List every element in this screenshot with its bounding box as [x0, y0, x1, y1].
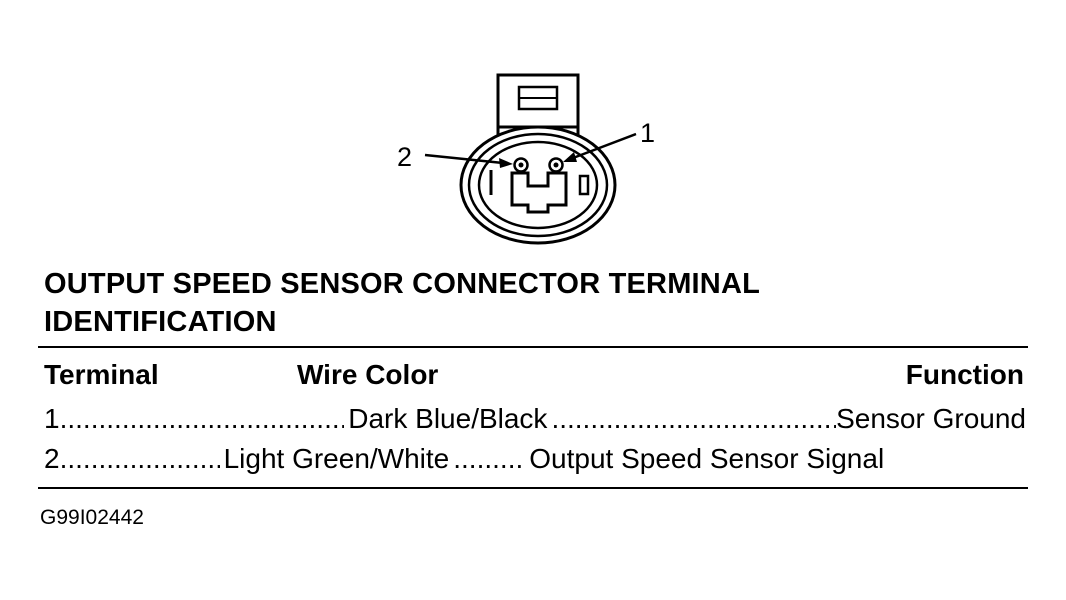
connector-inner-ring: [477, 140, 599, 230]
leader-dots: [60, 401, 345, 437]
connector-diagram: [424, 73, 637, 245]
figure-title: OUTPUT SPEED SENSOR CONNECTOR TERMINAL I…: [44, 268, 760, 338]
figure-id: G99I02442: [40, 506, 144, 529]
top-divider: [38, 346, 1028, 348]
cell-wire-color: Light Green/White: [223, 443, 450, 474]
cell-function: Output Speed Sensor Signal: [529, 443, 885, 474]
bottom-divider: [38, 487, 1028, 489]
callout-arrow-1: [572, 132, 637, 160]
cell-function: Sensor Ground: [836, 403, 1026, 434]
callout-arrow-2: [424, 153, 504, 165]
cell-terminal: 2: [44, 443, 60, 474]
callout-label-1: 1: [640, 118, 656, 148]
leader-dots: [453, 441, 525, 477]
header-function: Function: [905, 359, 1024, 390]
header-wire-color: Wire Color: [297, 359, 439, 390]
cell-terminal: 1: [44, 403, 60, 434]
callout-label-2: 2: [397, 142, 413, 172]
leader-dots: [60, 441, 220, 477]
cell-wire-color: Dark Blue/Black: [348, 403, 548, 434]
table-row: 2 Light Green/White Output Speed Sensor …: [44, 441, 1026, 477]
header-terminal: Terminal: [44, 359, 159, 390]
table-row: 1 Dark Blue/Black Sensor Ground: [44, 401, 1026, 437]
leader-dots: [551, 401, 836, 437]
table-header: Terminal Wire Color Function: [44, 357, 1024, 393]
connector-middle-ring: [467, 132, 609, 238]
terminal-cavity: [510, 171, 568, 214]
